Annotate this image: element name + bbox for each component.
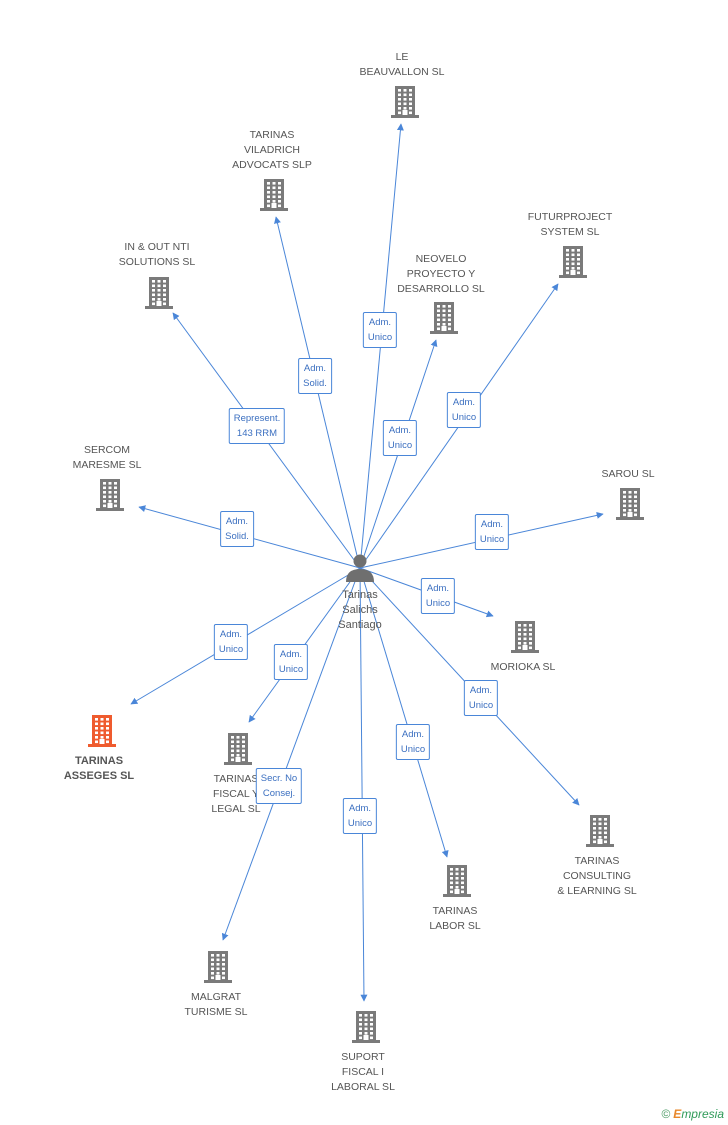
edge-label-le-beauvallon: Adm. Unico [362, 312, 398, 348]
building-icon [559, 246, 587, 278]
node-label-suport-fiscal[interactable]: SUPORT FISCAL I LABORAL SL [331, 1051, 395, 1093]
node-label-tarinas-viladrich[interactable]: TARINAS VILADRICH ADVOCATS SLP [232, 129, 312, 171]
node-label-sarou[interactable]: SAROU SL [601, 468, 655, 480]
node-label-tarinas-fiscal[interactable]: TARINAS FISCAL Y LEGAL SL [211, 773, 261, 815]
building-icon [511, 621, 539, 653]
node-label-in-out-nti[interactable]: IN & OUT NTI SOLUTIONS SL [118, 241, 196, 268]
building-icon [224, 733, 252, 765]
brand-initial: E [673, 1107, 682, 1121]
node-label-futurproject[interactable]: FUTURPROJECT SYSTEM SL [527, 211, 613, 238]
edge-label-tarinas-viladrich: Adm. Solid. [298, 358, 332, 394]
edge-label-tarinas-consulting: Adm. Unico [463, 680, 499, 716]
node-label-morioka[interactable]: MORIOKA SL [490, 661, 556, 673]
building-icon [616, 488, 644, 520]
building-icon [391, 86, 419, 118]
node-label-le-beauvallon[interactable]: LE BEAUVALLON SL [359, 51, 445, 78]
center-person-label[interactable]: Tarinas Salichs Santiago [338, 589, 382, 631]
building-icon [145, 277, 173, 309]
edge-label-neovelo: Adm. Unico [382, 420, 418, 456]
node-label-tarinas-consulting[interactable]: TARINAS CONSULTING & LEARNING SL [557, 855, 637, 897]
building-icon [88, 715, 116, 747]
edge-label-in-out-nti: Represent. 143 RRM [228, 408, 286, 444]
node-label-tarinas-labor[interactable]: TARINAS LABOR SL [429, 905, 481, 932]
edge-label-sarou: Adm. Unico [474, 514, 510, 550]
person-icon [346, 554, 374, 582]
node-label-neovelo[interactable]: NEOVELO PROYECTO Y DESARROLLO SL [397, 253, 485, 295]
node-label-tarinas-asseges[interactable]: TARINAS ASSEGES SL [63, 755, 135, 782]
edge-line-malgrat [221, 567, 361, 941]
edge-label-tarinas-fiscal: Adm. Unico [273, 644, 309, 680]
edge-label-malgrat: Secr. No Consej. [255, 768, 303, 804]
edge-line-tarinas-labor [359, 567, 449, 858]
building-icon [260, 179, 288, 211]
copyright-symbol: © [661, 1107, 671, 1121]
footer-brand: ©Empresia [661, 1107, 724, 1121]
edge-label-suport-fiscal: Adm. Unico [342, 798, 378, 834]
brand-name: mpresia [681, 1107, 724, 1121]
edge-label-sercom: Adm. Solid. [220, 511, 254, 547]
edge-label-morioka: Adm. Unico [420, 578, 456, 614]
building-icon [96, 479, 124, 511]
building-icon [204, 951, 232, 983]
building-icon [443, 865, 471, 897]
building-icon [430, 302, 458, 334]
edge-label-futurproject: Adm. Unico [446, 392, 482, 428]
edge-label-tarinas-asseges: Adm. Unico [213, 624, 249, 660]
edge-line-suport-fiscal [359, 567, 368, 1002]
node-label-sercom[interactable]: SERCOM MARESME SL [72, 444, 142, 471]
building-icon [586, 815, 614, 847]
node-label-malgrat[interactable]: MALGRAT TURISME SL [184, 991, 248, 1018]
edge-label-tarinas-labor: Adm. Unico [395, 724, 431, 760]
building-icon [352, 1011, 380, 1043]
